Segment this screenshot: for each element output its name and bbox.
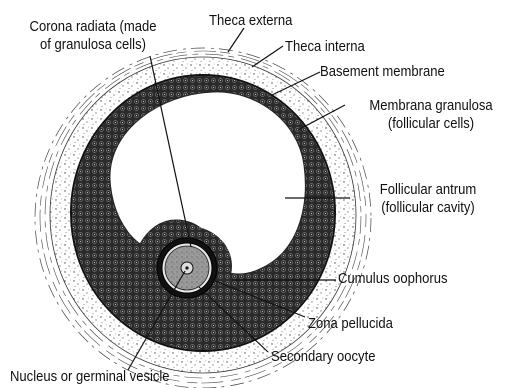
label-basement-membrane: Basement membrane	[320, 63, 445, 81]
label-nucleus: Nucleus or germinal vesicle	[10, 368, 170, 386]
label-follicular-antrum: Follicular antrum (follicular cavity)	[356, 181, 500, 217]
label-zona-pellucida: Zona pellucida	[308, 315, 393, 333]
label-theca-interna: Theca interna	[285, 38, 365, 56]
label-cumulus-oophorus: Cumulus oophorus	[338, 270, 448, 288]
leader-theca-interna	[252, 46, 283, 67]
nucleolus	[185, 266, 188, 269]
label-membrana-granulosa: Membrana granulosa (follicular cells)	[355, 97, 508, 133]
label-secondary-oocyte: Secondary oocyte	[271, 348, 375, 366]
label-corona-radiata: Corona radiata (made of granulosa cells)	[9, 18, 176, 54]
label-theca-externa: Theca externa	[209, 12, 292, 30]
leader-theca-externa	[228, 28, 244, 52]
